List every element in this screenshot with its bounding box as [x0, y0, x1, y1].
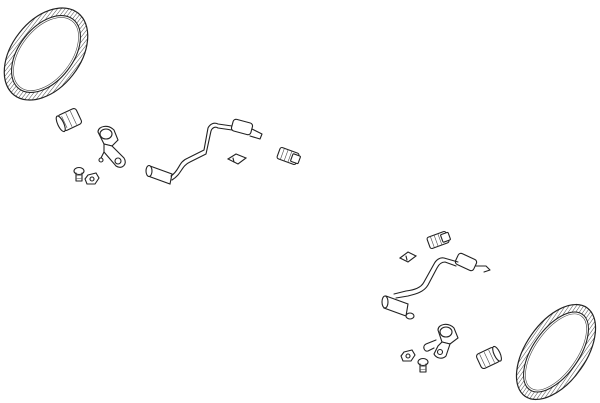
bracket-lower [423, 323, 459, 359]
screw-lower [417, 357, 429, 373]
sensor-cable-upper [145, 118, 263, 185]
sleeve-upper [55, 108, 83, 133]
sleeve-lower [475, 345, 502, 370]
tone-ring-upper [3, 7, 89, 101]
nut-upper [84, 172, 100, 185]
clip-upper [226, 153, 248, 165]
upper-left-assembly [3, 7, 301, 185]
connector-lower [426, 230, 451, 250]
connector-upper [276, 146, 301, 166]
clip-lower [398, 251, 418, 263]
tone-ring-lower [515, 303, 597, 401]
sensor-cable-lower [381, 252, 491, 320]
bracket-upper [97, 125, 126, 168]
lower-right-assembly [381, 230, 597, 401]
nut-lower [400, 349, 416, 362]
screw-upper [73, 166, 85, 182]
